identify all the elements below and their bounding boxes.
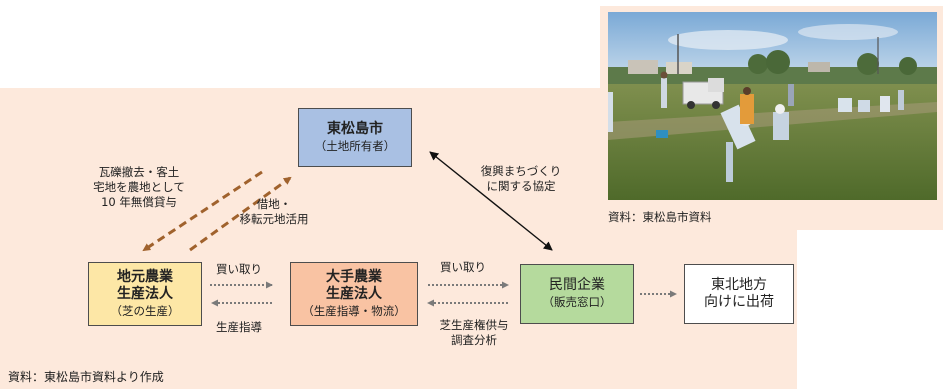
node-label-2: 生産法人 [117,285,173,302]
node-private-company: 民間企業 （販売窓口） [520,264,634,324]
node-label: 民間企業 [549,277,605,293]
node-sublabel: （芝の生産） [110,303,180,318]
label-agreement-line2: に関する協定 [486,179,556,193]
node-label: 東北地方 [711,277,767,293]
label-buy-1: 買い取り [216,262,262,276]
photo-caption: 資料：東松島市資料 [608,210,712,224]
label-buy-2: 買い取り [440,260,486,274]
label-supply: 芝生産権供与 調査分析 [424,318,524,348]
node-tohoku-shipping: 東北地方 向けに出荷 [684,264,794,324]
label-lease-line1: 借地・ [256,197,292,211]
node-sublabel: （販売窓口） [542,295,612,309]
node-label-2: 生産法人 [326,285,382,302]
label-guidance: 生産指導 [216,320,262,334]
label-agreement-line1: 復興まちづくり [480,164,562,178]
node-label: 東松島市 [327,120,383,137]
source-note: 資料：東松島市資料より作成 [8,370,164,384]
node-major-agricultural-corp: 大手農業 生産法人 （生産指導・物流） [290,262,418,326]
label-rubble-line2: 宅地を農地として [93,180,185,194]
lease-arrow [189,176,292,252]
node-local-agricultural-corp: 地元農業 生産法人 （芝の生産） [88,262,202,326]
label-supply-line2: 調査分析 [451,333,497,347]
label-lease: 借地・ 移転元地活用 [224,197,324,227]
node-label: 大手農業 [326,268,382,285]
node-higashimatsushima-city: 東松島市 （土地所有者） [298,108,412,167]
label-rubble-line1: 瓦礫撤去・客土 [98,165,180,179]
rubble-arrow [142,170,263,252]
node-sublabel: （生産指導・物流） [302,303,406,318]
node-label-2: 向けに出荷 [704,294,774,310]
label-rubble-line3: 10 年無償貸与 [101,195,177,209]
label-rubble: 瓦礫撤去・客土 宅地を農地として 10 年無償貸与 [64,165,214,210]
label-agreement: 復興まちづくり に関する協定 [466,164,576,194]
label-supply-line1: 芝生産権供与 [439,318,509,332]
agreement-arrow [429,151,553,251]
node-sublabel: （土地所有者） [314,138,396,153]
field-photo [608,12,937,200]
node-label: 地元農業 [117,268,173,285]
label-lease-line2: 移転元地活用 [239,212,309,226]
